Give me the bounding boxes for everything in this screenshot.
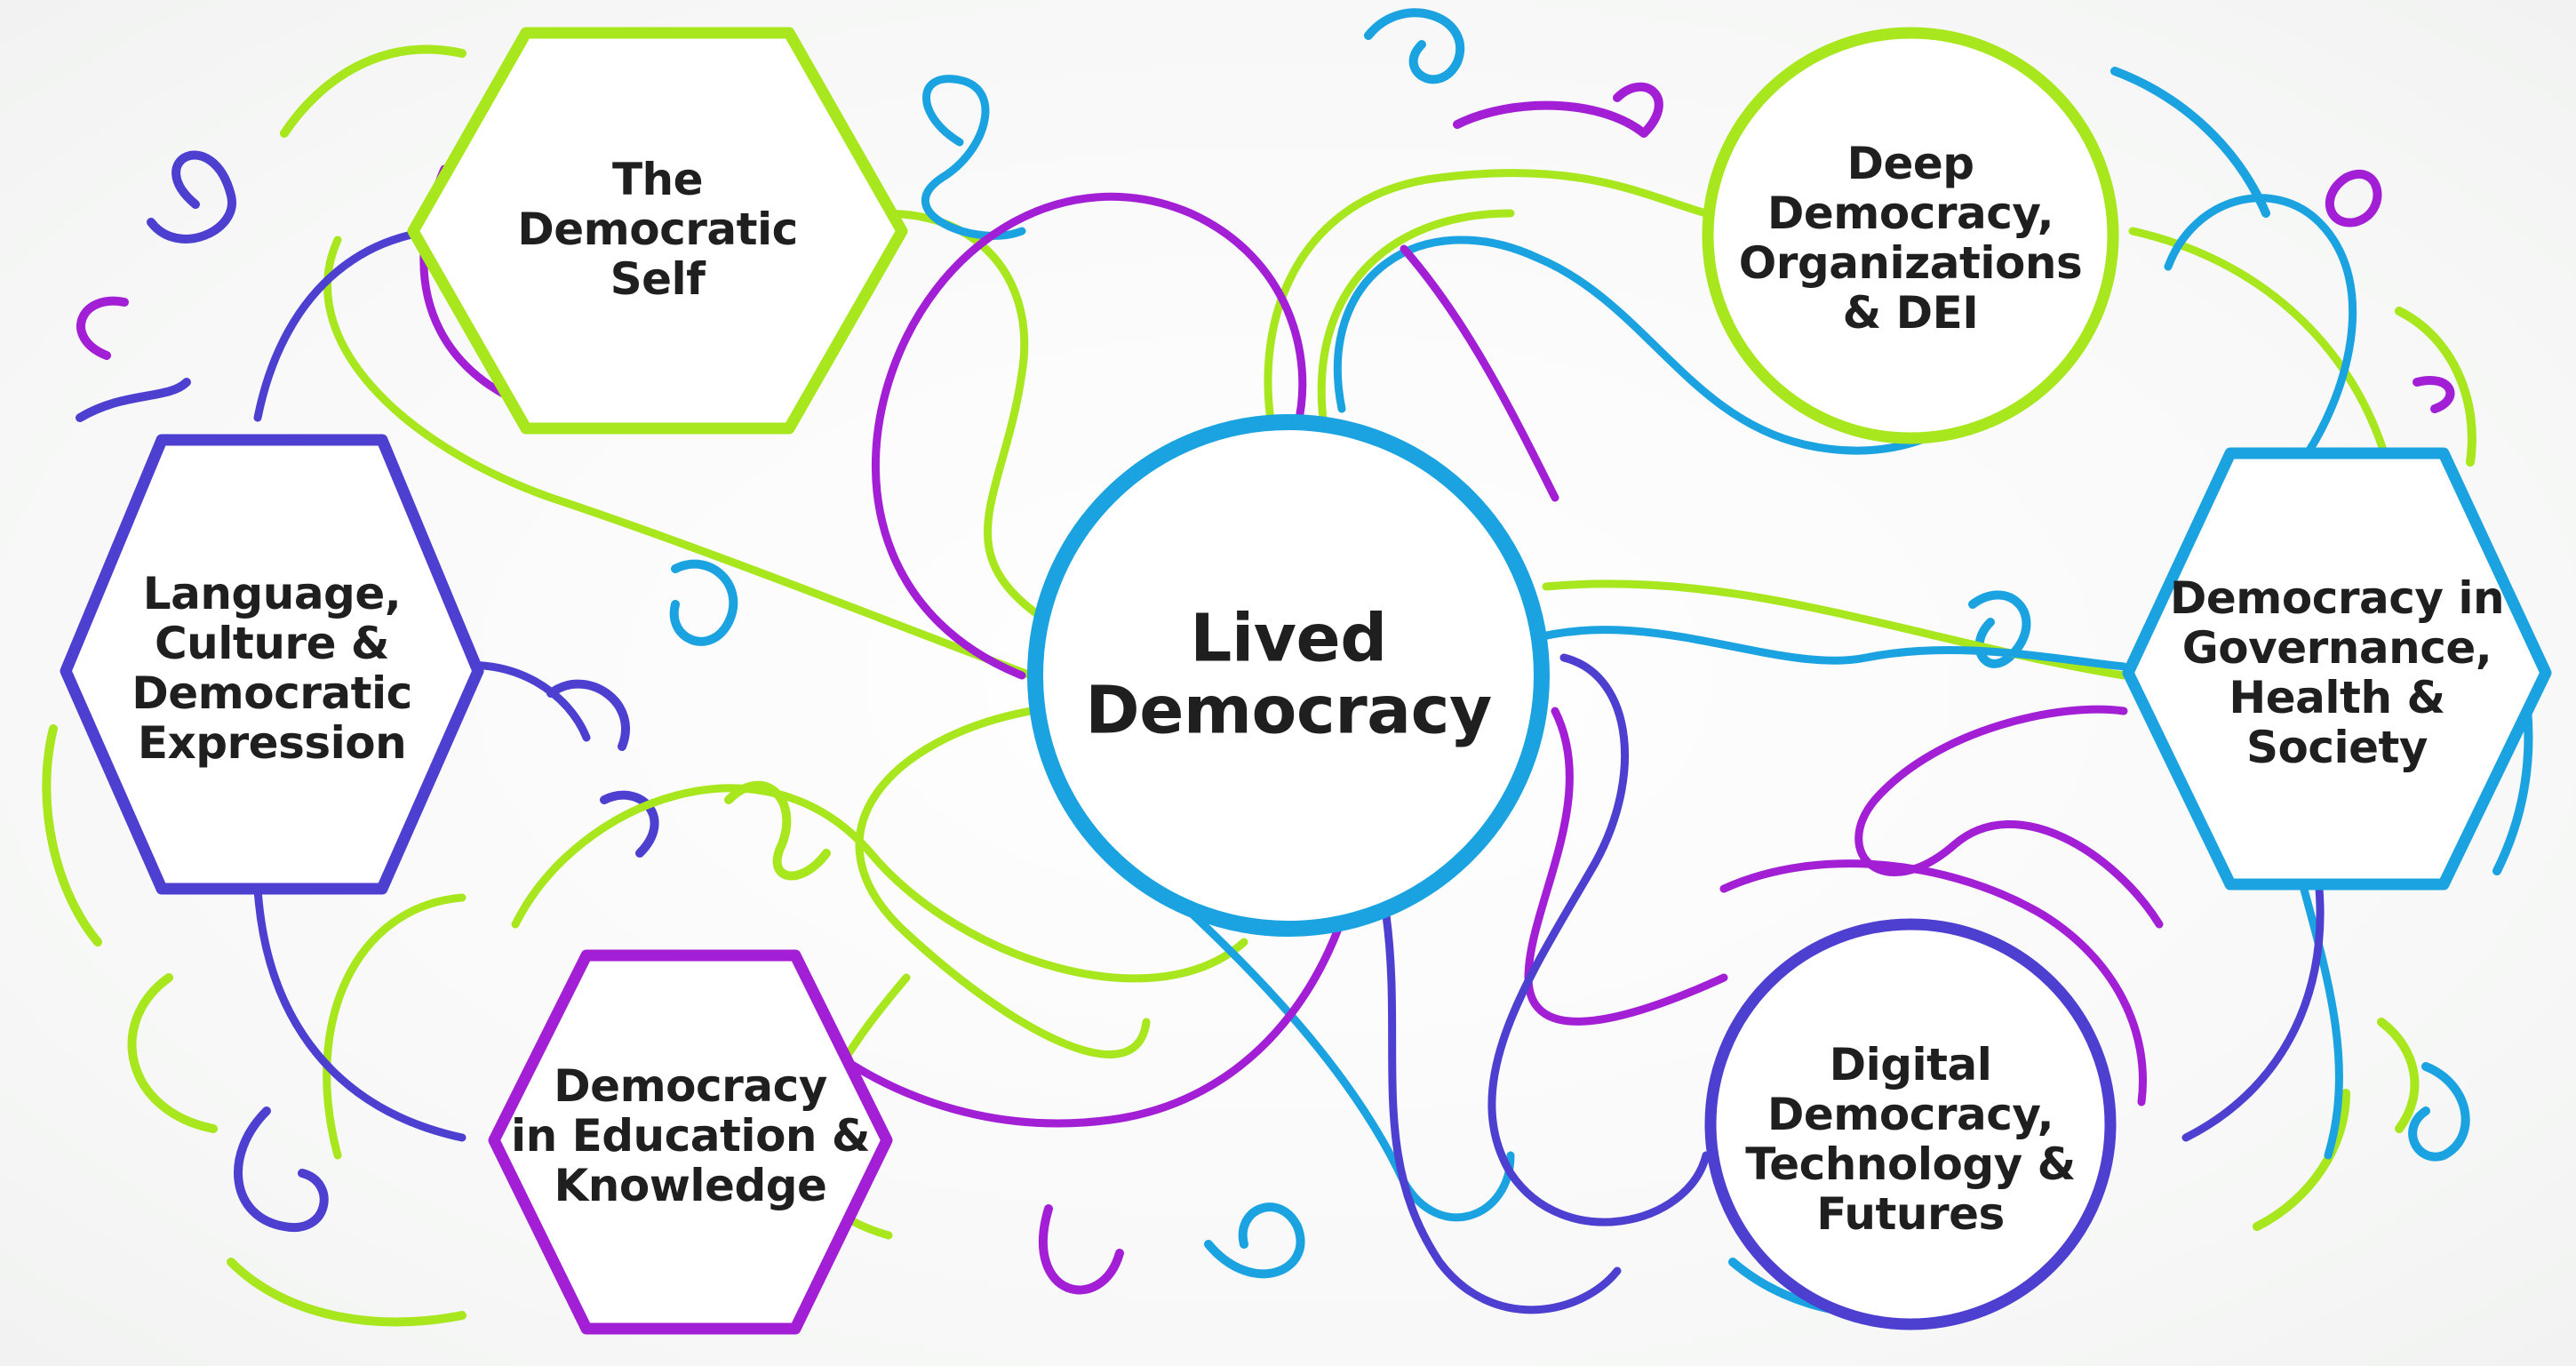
node-label-line: The: [611, 154, 704, 205]
node-label-line: Governance,: [2181, 622, 2492, 674]
node-label-line: Knowledge: [554, 1160, 827, 1211]
node-label-line: Democracy in: [2169, 572, 2505, 624]
center-label-lived-democracy: Lived Democracy: [1085, 600, 1492, 749]
node-label-line: in Education &: [510, 1110, 871, 1162]
node-label-line: Self: [610, 253, 706, 305]
node-label-line: Expression: [137, 717, 407, 769]
node-digital-democracy-shape: [1704, 918, 2117, 1330]
node-label-line: Organizations: [1738, 237, 2083, 289]
node-governance-health-shape: [2122, 447, 2552, 891]
center-label-line: Lived: [1190, 600, 1387, 677]
node-label-line: Digital: [1829, 1039, 1992, 1090]
node-label-deep-democracy: Deep Democracy, Organizations & DEI: [1739, 139, 2083, 338]
node-label-governance-health: Democracy in Governance, Health & Societ…: [2169, 572, 2505, 773]
node-label-education-knowledge: Democracy in Education & Knowledge: [510, 1060, 871, 1211]
node-label-line: Democracy,: [1767, 1089, 2054, 1140]
node-label-language-culture: Language, Culture & Democratic Expressio…: [132, 569, 412, 768]
node-deep-democracy-shape: [1702, 27, 2119, 444]
node-label-line: Technology &: [1745, 1138, 2076, 1190]
center-node-shape: [1027, 414, 1550, 937]
node-label-line: Language,: [142, 568, 402, 619]
node-label-line: Futures: [1816, 1188, 2005, 1240]
node-label-digital-democracy: Digital Democracy, Technology & Futures: [1745, 1039, 2076, 1240]
node-label-line: Democratic: [517, 204, 798, 255]
center-label-line: Democracy: [1085, 673, 1492, 749]
node-democratic-self-shape: [407, 27, 908, 435]
node-education-knowledge-shape: [488, 949, 893, 1335]
node-language-culture-shape: [60, 434, 484, 895]
node-label-line: Culture &: [154, 618, 390, 669]
node-label-line: Democracy: [554, 1060, 827, 1112]
node-label-democratic-self: The Democratic Self: [517, 155, 798, 304]
node-label-line: Society: [2245, 722, 2428, 773]
node-label-line: Health &: [2229, 672, 2445, 723]
node-label-line: & DEI: [1842, 287, 1979, 339]
node-label-line: Democracy,: [1767, 188, 2054, 239]
node-label-line: Democratic: [132, 667, 412, 719]
node-label-line: Deep: [1846, 138, 1974, 189]
